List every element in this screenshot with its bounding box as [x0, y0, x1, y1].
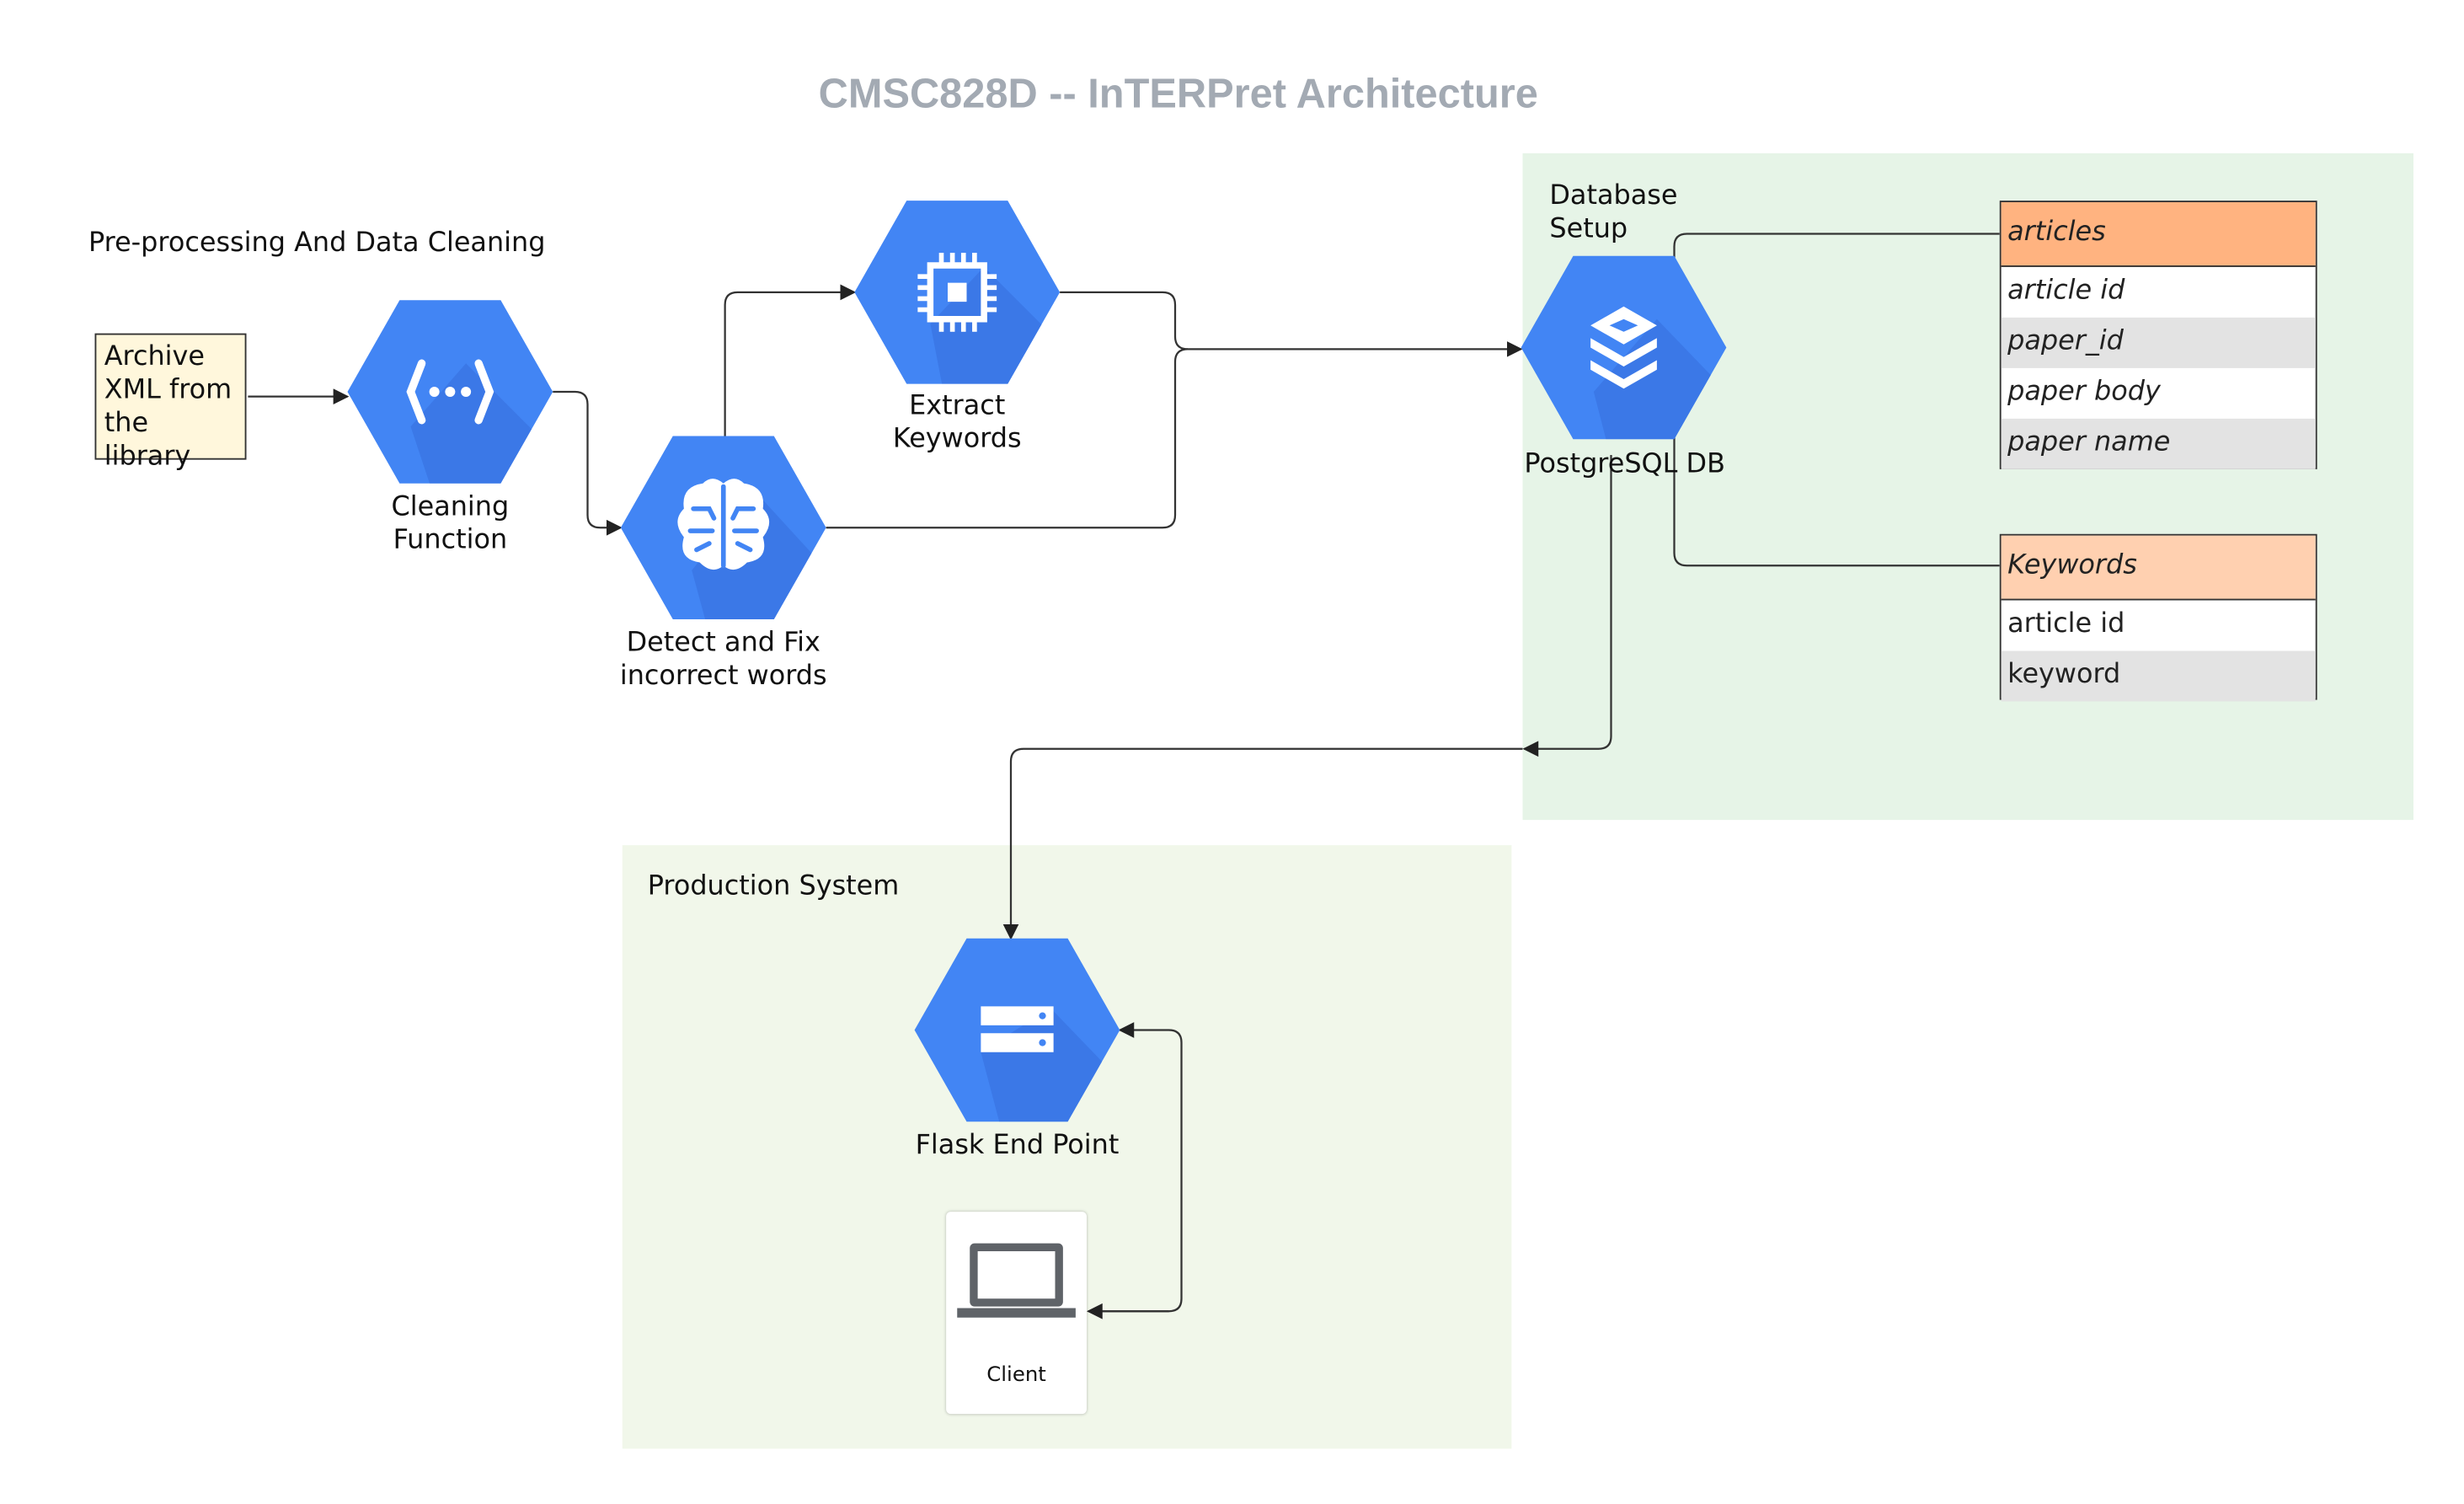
- edge-client-flask: [1088, 1022, 1183, 1313]
- articles-row: paper_id: [2001, 317, 2316, 368]
- database-zone-label: Database Setup: [1549, 179, 1678, 245]
- edge-zone-flask: [1002, 747, 1523, 940]
- articles-row: article id: [2007, 275, 2125, 307]
- client-card[interactable]: Client: [946, 1212, 1087, 1415]
- cleaning-function-node[interactable]: [347, 300, 553, 484]
- edge-detect-postgres: [826, 348, 1189, 529]
- edge-postgres-articles: [1673, 233, 2000, 260]
- flask-endpoint-node[interactable]: [914, 938, 1120, 1122]
- preprocessing-zone-label: Pre-processing And Data Cleaning: [88, 227, 546, 260]
- laptop-icon: [957, 1243, 1076, 1318]
- keywords-table-header: Keywords: [2001, 535, 2316, 601]
- chip-icon: [917, 253, 997, 332]
- articles-table-header: articles: [2001, 202, 2316, 267]
- postgresql-node[interactable]: [1521, 255, 1727, 440]
- articles-row: paper name: [2001, 418, 2316, 469]
- edge-detect-extract: [724, 284, 857, 438]
- extract-keywords-node[interactable]: [854, 201, 1061, 384]
- server-icon: [981, 1006, 1054, 1052]
- postgresql-label: PostgreSQL DB: [1524, 448, 1725, 481]
- edge-extract-postgres: [1060, 291, 1523, 357]
- flask-endpoint-label: Flask End Point: [915, 1129, 1120, 1162]
- edge-postgres-keywords: [1673, 436, 2000, 567]
- detect-fix-node[interactable]: [620, 436, 826, 620]
- keywords-row: article id: [2007, 607, 2125, 640]
- keywords-row: keyword: [2001, 650, 2316, 702]
- edge-postgres-zone: [1522, 455, 1612, 757]
- archive-xml-source: Archive XML from the library: [94, 333, 247, 473]
- articles-row: paper body: [2007, 376, 2161, 408]
- articles-table: articles article id paper_id paper body …: [1999, 201, 2317, 469]
- brain-icon: [677, 479, 770, 570]
- client-label: Client: [986, 1363, 1046, 1388]
- production-zone-label: Production System: [647, 870, 900, 902]
- keywords-table: Keywords article id keyword: [1999, 533, 2317, 702]
- edge-cleaning-detect: [553, 390, 623, 536]
- cleaning-function-label: Cleaning Function: [391, 491, 510, 556]
- detect-fix-label: Detect and Fix incorrect words: [619, 627, 827, 693]
- extract-keywords-label: Extract Keywords: [892, 390, 1022, 455]
- diagram-title: CMSC828D -- InTERPret Architecture: [818, 69, 1538, 117]
- cloud-functions-icon: [406, 359, 494, 425]
